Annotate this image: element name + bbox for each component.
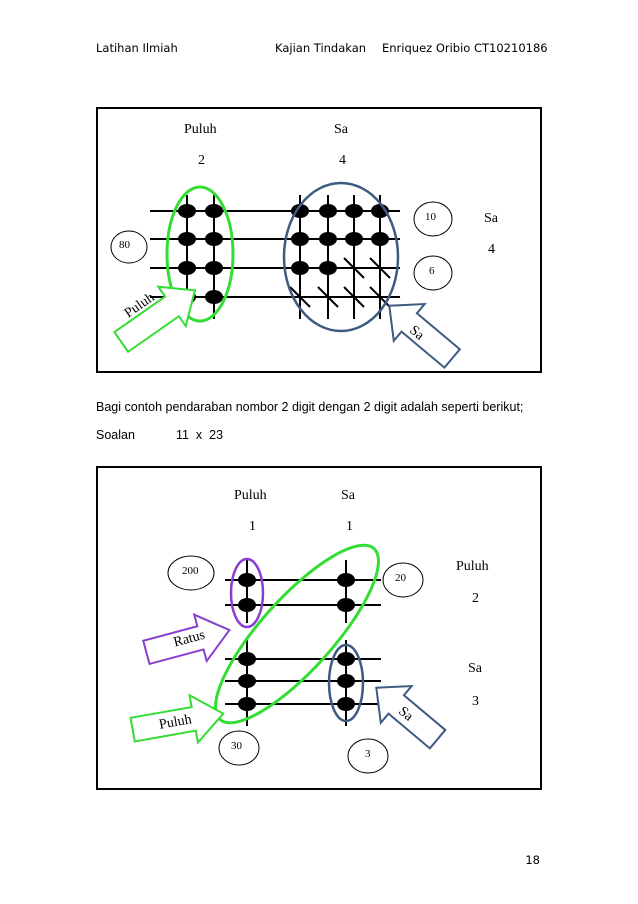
intersection-dots	[238, 573, 355, 711]
sa-group-ellipse	[327, 643, 365, 723]
puluh-arrow	[129, 693, 225, 745]
circle-3-label: 3	[365, 748, 371, 760]
sa-arrow	[388, 302, 462, 370]
sa-group-ellipse	[282, 181, 400, 333]
page-number: 18	[525, 853, 540, 867]
circle-30	[218, 730, 260, 766]
puluh-group-ellipse	[165, 185, 235, 323]
circle-6	[413, 255, 453, 291]
circle-10-label: 10	[425, 211, 436, 223]
diagram1-right-sa-label: Sa	[484, 211, 498, 226]
circle-30-label: 30	[231, 740, 242, 752]
explanation-text: Bagi contoh pendaraban nombor 2 digit de…	[96, 400, 524, 414]
diagram1-sa-digit: 4	[339, 153, 346, 168]
diagram2-right-sa-digit: 3	[472, 694, 479, 709]
diagram2-puluh-digit: 1	[249, 519, 256, 534]
diagram-1: Puluh Sa 2 4 Sa 4 80 10 6 Puluh Sa	[96, 107, 542, 373]
diagram-2-canvas	[129, 543, 447, 774]
circle-20	[382, 562, 424, 598]
circle-200-label: 200	[182, 565, 199, 577]
ratus-arrow	[142, 612, 231, 666]
diagram2-right-puluh-digit: 2	[472, 591, 479, 606]
circle-20-label: 20	[395, 572, 406, 584]
diagram2-puluh-label: Puluh	[234, 488, 267, 503]
diagram-2: Puluh Sa 1 1 Puluh 2 Sa 3 200 20 30 3 Ra…	[96, 466, 542, 790]
circle-80	[110, 230, 148, 264]
diagram2-sa-digit: 1	[346, 519, 353, 534]
sa-arrow	[375, 684, 447, 750]
puluh-arrow	[112, 285, 197, 354]
diagram2-right-sa-label: Sa	[468, 661, 482, 676]
header-right: Enriquez Oribio CT10210186	[382, 41, 548, 55]
circle-3	[347, 738, 389, 774]
diagram1-sa-label: Sa	[334, 122, 348, 137]
circle-200	[167, 555, 215, 591]
diagram2-right-puluh-label: Puluh	[456, 559, 489, 574]
diagram1-right-sa-digit: 4	[488, 242, 495, 257]
header-left: Latihan Ilmiah	[96, 41, 178, 55]
diagram1-puluh-digit: 2	[198, 153, 205, 168]
diagram1-puluh-label: Puluh	[184, 122, 217, 137]
circle-10	[413, 201, 453, 237]
ratus-group-ellipse	[229, 557, 265, 629]
diagram-1-canvas	[110, 181, 462, 370]
puluh-group-ellipse	[214, 543, 380, 725]
soalan-expression: 11 x 23	[176, 428, 224, 442]
soalan-label: Soalan	[96, 428, 135, 442]
circle-6-label: 6	[429, 265, 435, 277]
header-center: Kajian Tindakan	[275, 41, 367, 55]
diagram2-sa-label: Sa	[341, 488, 355, 503]
circle-80-label: 80	[119, 239, 130, 251]
